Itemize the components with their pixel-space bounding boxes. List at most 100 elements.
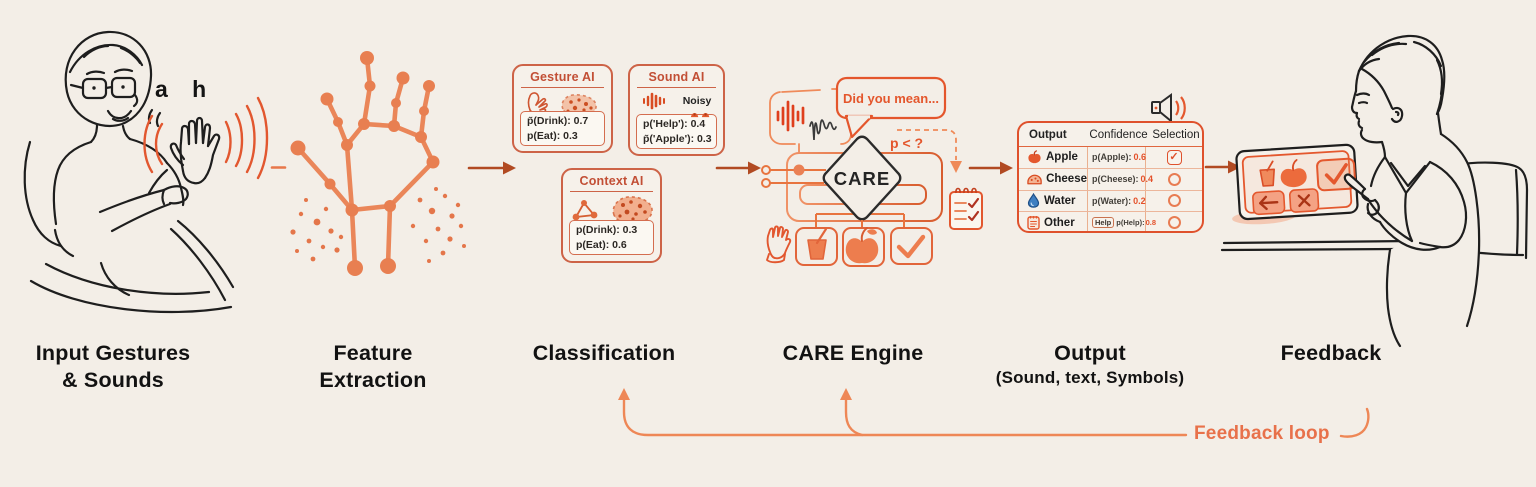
note-icon xyxy=(1027,216,1040,230)
sound-ai-title: Sound AI xyxy=(648,70,705,84)
care-chip-circuit xyxy=(761,152,943,228)
table-row-cheese: Cheese p(Cheese): 0.4 xyxy=(1019,168,1202,191)
feedback-loop-label: Feedback loop xyxy=(1194,423,1330,444)
prob-line: p̃(Drink): 0.7 xyxy=(527,115,589,127)
confidence-value: 0.2 xyxy=(1133,195,1146,206)
tablet-x-button[interactable] xyxy=(1288,188,1320,213)
drink-icon xyxy=(807,227,828,260)
output-cell: Apple xyxy=(1019,150,1087,165)
care-diamond-text: CARE xyxy=(834,168,890,189)
person-body-fill xyxy=(1344,35,1480,350)
prob-line: p(Eat): 0.3 xyxy=(527,129,578,142)
divider xyxy=(570,191,653,192)
prob-line: p(Eat): 0.6 xyxy=(576,238,627,251)
output-cell: Other xyxy=(1019,215,1087,230)
threshold-dashed-arrow xyxy=(897,129,957,160)
cluster-blob-icon xyxy=(612,196,653,224)
selection-checkbox-checked[interactable]: ✓ xyxy=(1166,149,1182,165)
row-name: Water xyxy=(1044,194,1076,207)
selection-cell: ✓ xyxy=(1146,147,1202,168)
care-option-boxes xyxy=(795,227,933,267)
ai-icon-row xyxy=(563,192,660,228)
sound-ai-box: Sound AI Noisy p('Help'): 0.4 p̃('Apple'… xyxy=(628,64,725,156)
output-cell: Cheese xyxy=(1019,173,1087,186)
table-row-apple: Apple p(Apple): 0.6 ✓ xyxy=(1019,147,1202,169)
feedback-person-illustration xyxy=(1343,34,1481,350)
hand-skeleton xyxy=(290,51,440,276)
cheese-icon xyxy=(1027,174,1042,185)
row-name: Other xyxy=(1044,216,1075,229)
voice-waveform-icon xyxy=(776,100,805,132)
confidence-cell: Help p(Help): 0.8 xyxy=(1087,212,1156,231)
row-name: Cheese xyxy=(1046,173,1087,186)
arrow-care-to-output xyxy=(968,161,1013,175)
selection-radio[interactable] xyxy=(1167,194,1181,208)
waveform-icon xyxy=(642,92,665,110)
loop-arrowhead-care xyxy=(840,388,852,400)
selection-radio[interactable] xyxy=(1167,216,1181,230)
dashed-arrowhead xyxy=(950,161,962,173)
confidence-value: 0.4 xyxy=(1140,174,1154,185)
confidence-value: 0.6 xyxy=(1133,152,1147,163)
confidence-cell: p(Cheese): 0.4 xyxy=(1087,168,1153,190)
option-box-check xyxy=(890,227,933,265)
confidence-label: p(Water): xyxy=(1092,195,1132,206)
stage-label-care: CARE Engine xyxy=(782,341,924,365)
confidence-label: p(Cheese): xyxy=(1092,174,1139,185)
confidence-label: p(Help): xyxy=(1116,218,1145,228)
confidence-cell: p(Apple): 0.6 xyxy=(1087,147,1146,168)
help-badge: Help xyxy=(1092,217,1115,229)
tablet xyxy=(1232,143,1359,225)
context-ai-probabilities: p(Drink): 0.3 p(Eat): 0.6 xyxy=(569,220,654,255)
stage-label-feature: Feature Extraction xyxy=(319,341,427,392)
apple-icon xyxy=(1028,150,1041,164)
selection-cell xyxy=(1146,212,1202,231)
noisy-label: Noisy xyxy=(682,95,712,107)
output-cell: Water xyxy=(1019,193,1087,209)
gesture-ai-title: Gesture AI xyxy=(530,70,595,84)
selection-radio[interactable] xyxy=(1167,172,1181,186)
scribble-waveform-icon xyxy=(809,119,837,141)
speaker-icon xyxy=(1151,93,1186,124)
threshold-text: p < ? xyxy=(890,135,923,151)
feedback-table-surface xyxy=(1220,239,1411,252)
stage-label-input: Input Gestures & Sounds xyxy=(35,341,191,392)
ai-icon-row: Noisy xyxy=(630,88,723,114)
cluster-blob-icon xyxy=(561,93,597,117)
bubble-text: Did you mean... xyxy=(843,91,939,106)
tablet-drink-icon[interactable] xyxy=(1259,160,1275,187)
header-output: Output xyxy=(1029,128,1067,141)
tablet-check-button[interactable] xyxy=(1316,157,1357,192)
header-selection: Selection xyxy=(1152,128,1200,141)
confidence-cell: p(Water): 0.2 xyxy=(1087,190,1146,212)
did-you-mean-bubble: Did you mean... xyxy=(835,76,947,139)
arrow-classification-to-care xyxy=(715,161,761,175)
arrow-output-to-feedback xyxy=(1204,160,1241,174)
check-icon-care xyxy=(896,234,926,259)
confidence-label: p(Apple): xyxy=(1092,152,1132,163)
gesture-ai-box: Gesture AI p̃(Drink): 0.7 p(Eat): 0.3 xyxy=(512,64,613,153)
water-icon xyxy=(1027,193,1040,209)
stage-label-output: Output (Sound, text, Symbols) xyxy=(995,341,1185,387)
feedback-loop-path xyxy=(622,397,1370,438)
care-diamond: CARE xyxy=(822,135,902,221)
gesture-ai-probabilities: p̃(Drink): 0.7 p(Eat): 0.3 xyxy=(520,111,605,146)
selection-cell xyxy=(1146,191,1202,212)
output-table: Output Confidence Selection Apple p(Appl… xyxy=(1017,121,1204,233)
selection-cell xyxy=(1146,169,1202,190)
graph-triangle-icon xyxy=(572,200,598,221)
prob-line: p(Drink): 0.3 xyxy=(576,224,638,236)
divider xyxy=(521,87,604,88)
arrow-feature-to-classification xyxy=(467,161,516,175)
output-table-header: Output Confidence Selection xyxy=(1019,123,1202,147)
gesture-hand-icon-care xyxy=(766,225,792,264)
context-ai-box: Context AI p(Drink): 0.3 p(Eat): 0.6 xyxy=(561,168,662,263)
flow-arrows xyxy=(467,160,1241,175)
tablet-back-button[interactable] xyxy=(1252,190,1286,216)
divider xyxy=(637,87,716,88)
tablet-apple-icon[interactable] xyxy=(1280,159,1308,188)
apple-icon-care xyxy=(845,227,879,264)
input-person-illustration xyxy=(23,30,235,314)
speech-text: a h xyxy=(155,76,216,102)
